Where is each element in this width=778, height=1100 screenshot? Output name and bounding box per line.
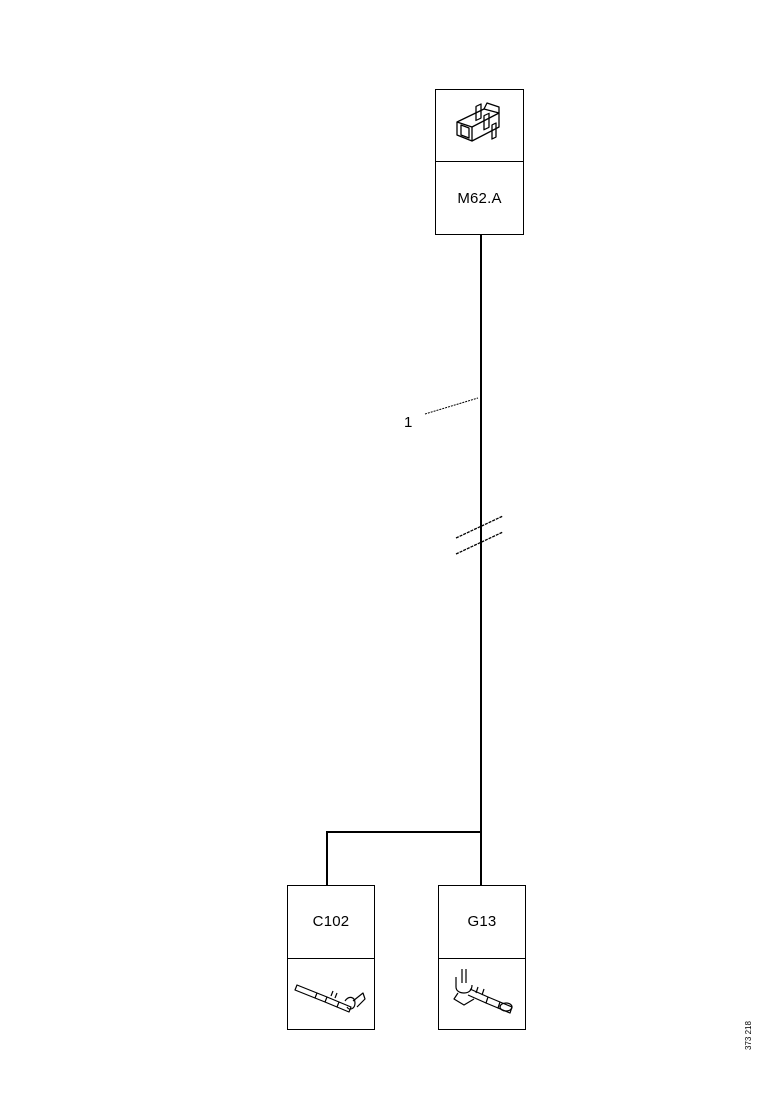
- connector-c102-label-cell: C102: [288, 886, 374, 958]
- connector-g13[interactable]: G13: [438, 885, 526, 1030]
- connector-g13-label: G13: [467, 913, 497, 931]
- connector-c102-label: C102: [312, 913, 350, 931]
- connector-c102-picture: [288, 957, 374, 1030]
- connector-m62a-label-cell: M62.A: [436, 162, 523, 234]
- connector-g13-label-cell: G13: [439, 886, 525, 958]
- branch-wire: [326, 831, 481, 885]
- connector-m62a-picture: [436, 90, 523, 162]
- connector-c102[interactable]: C102: [287, 885, 375, 1030]
- wire-callout-number: 1: [404, 414, 413, 431]
- crimp-terminal-icon: [293, 967, 369, 1020]
- connector-m62a-label: M62.A: [457, 189, 502, 207]
- reference-code: 373 218: [744, 1021, 753, 1050]
- wire-break-mark: [455, 515, 504, 555]
- connector-m62a[interactable]: M62.A: [435, 89, 524, 235]
- connector-housing-icon: [449, 97, 511, 154]
- connector-g13-picture: [439, 957, 525, 1030]
- callout-leader: [424, 397, 479, 415]
- ring-terminal-icon: [444, 965, 520, 1022]
